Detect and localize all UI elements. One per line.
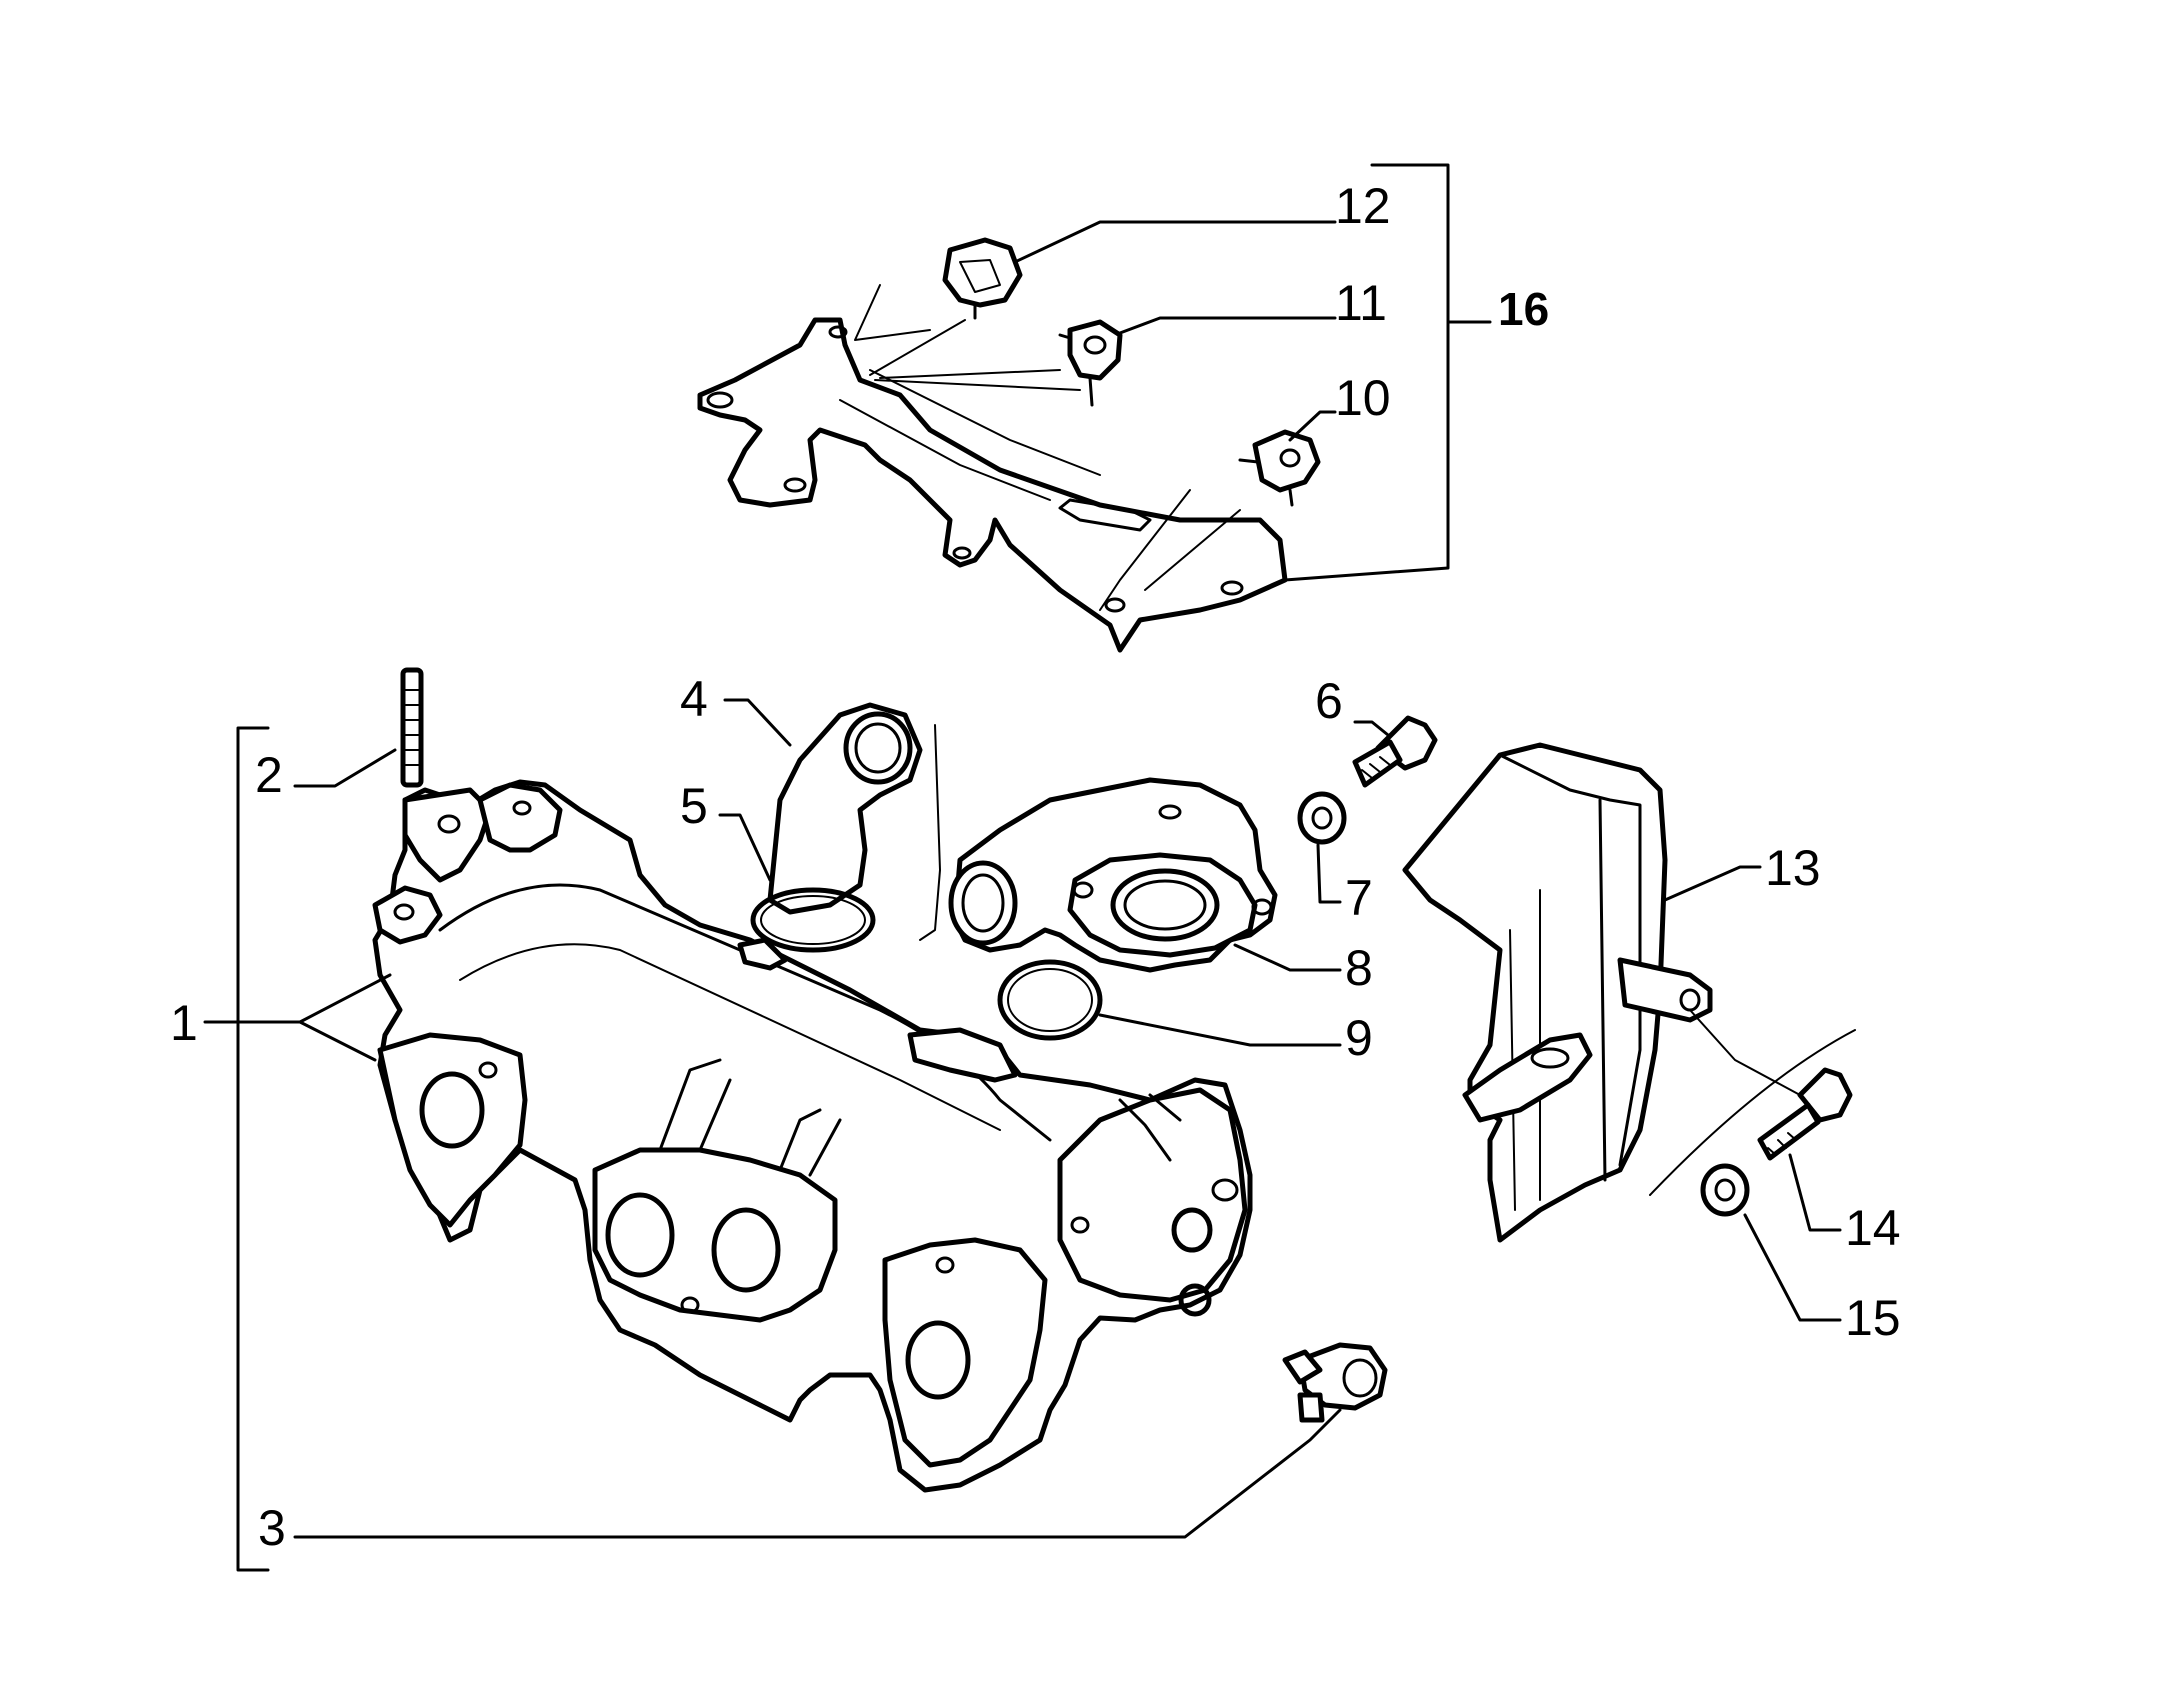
bolt-part-14 [1757, 1067, 1853, 1161]
callout-10: 10 [1335, 370, 1391, 426]
elbow-hose-part-4 [767, 702, 923, 915]
washer-part-7 [1297, 791, 1347, 845]
callout-8: 8 [1345, 940, 1373, 996]
callout-5: 5 [680, 778, 708, 834]
clip-part-12 [942, 237, 1023, 320]
callout-15: 15 [1845, 1290, 1901, 1346]
callout-14: 14 [1845, 1200, 1901, 1256]
callout-6: 6 [1315, 673, 1343, 729]
callout-4: 4 [680, 671, 708, 727]
heat-shield-part-13 [1402, 742, 1713, 1243]
callout-9: 9 [1345, 1010, 1373, 1066]
callout-3: 3 [258, 1500, 286, 1556]
bolt-part-6 [1352, 715, 1438, 788]
hose-clamp-part-5 [737, 887, 876, 971]
callout-7: 7 [1345, 870, 1373, 926]
stud-part-2 [400, 667, 424, 788]
o-ring-part-9 [997, 959, 1103, 1041]
washer-part-15 [1700, 1163, 1750, 1217]
outlet-elbow-part-8 [948, 777, 1278, 973]
callout-11: 11 [1335, 275, 1387, 331]
intake-manifold [372, 779, 1253, 1493]
callout-1: 1 [170, 995, 198, 1051]
callout-13: 13 [1765, 840, 1821, 896]
callout-16: 16 [1498, 283, 1549, 335]
sensor-part-11 [1058, 319, 1123, 407]
fitting-part-3 [1282, 1342, 1388, 1423]
callout-2: 2 [255, 747, 283, 803]
bracket-assembly [697, 317, 1288, 653]
callout-12: 12 [1335, 178, 1391, 234]
clip-part-10 [1238, 429, 1321, 507]
